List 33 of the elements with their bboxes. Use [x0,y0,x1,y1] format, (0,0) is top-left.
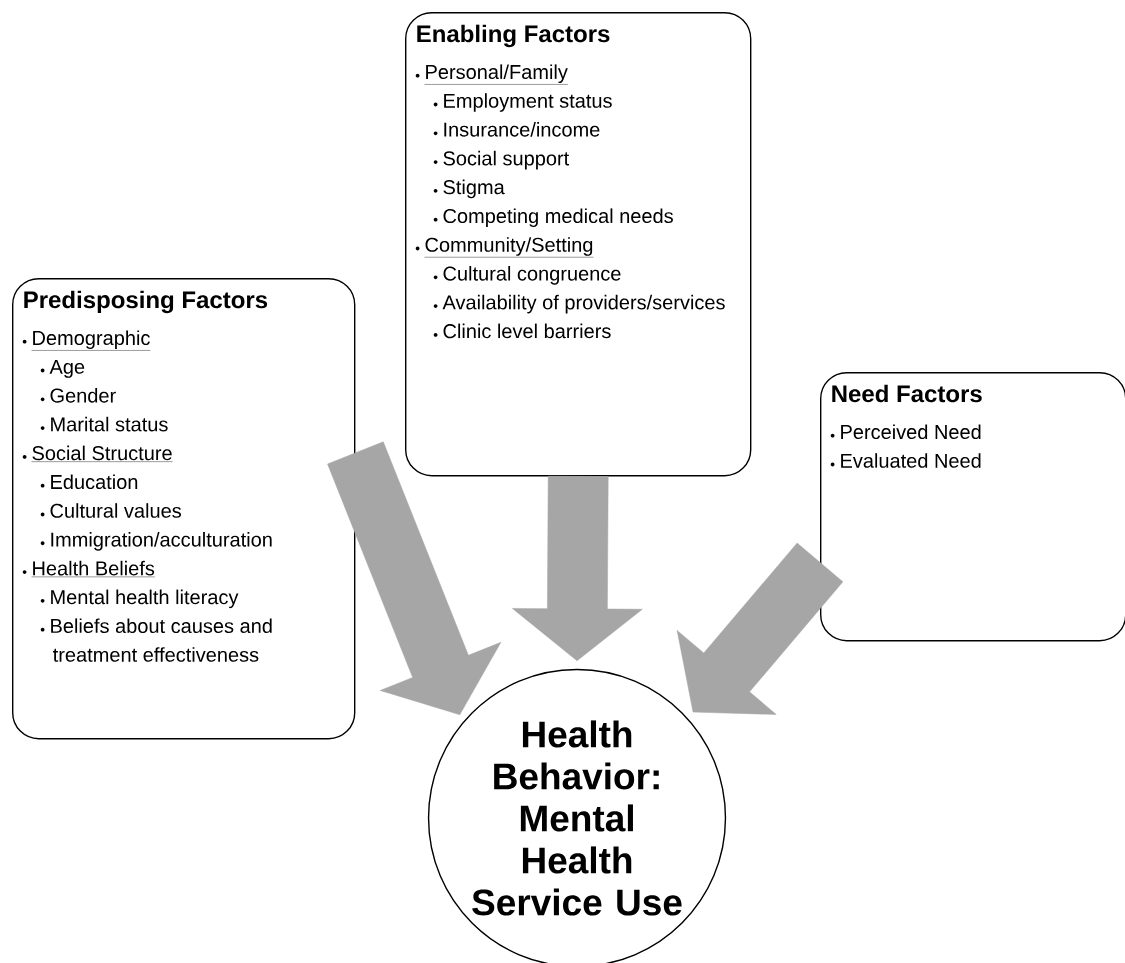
factor-box [12,278,356,740]
bullet-item: Mental health literacy [40,589,239,609]
bullet-item: Education [40,474,138,490]
bullet-item: Stigma [433,179,505,199]
bullet-item: Social support [433,150,570,170]
block-arrow [512,475,643,662]
block-arrow [676,542,844,715]
block-arrow [327,441,502,715]
bullet-item: Competing medical needs [433,208,673,228]
bullet-item: Insurance/income [433,122,600,137]
bullet-item: Age [40,359,85,378]
bullet-item: Gender [40,388,116,403]
bullet-item: Evaluated Need [830,453,981,468]
bullet-item: Health Beliefs [22,560,156,578]
box-heading: Enabling Factors [417,24,610,48]
factor-box [820,372,1125,642]
box-heading: Predisposing Factors [24,290,268,314]
bullet-item: Social Structure [22,445,173,462]
bullet-item: Demographic [22,330,151,351]
bullet-item: Availability of providers/services [433,294,725,314]
bullet-item: Cultural congruence [433,266,621,285]
box-heading: Need Factors [832,384,982,403]
bullet-item: Clinic level barriers [433,323,611,339]
bullet-item: Immigration/acculturation [40,532,272,551]
bullet-item: Cultural values [40,503,181,518]
bullet-item: Perceived Need [830,424,981,440]
circle-label: Health Behavior: Mental Health Service Use [472,720,682,916]
factor-box [405,12,752,477]
bullet-item: Community/Setting [415,237,594,258]
bullet-item: Personal/Family [415,64,569,85]
bullet-item: Beliefs about causes and treatment effectiveness [40,618,272,662]
bullet-item: Marital status [40,416,168,432]
bullet-item: Employment status [433,93,612,112]
